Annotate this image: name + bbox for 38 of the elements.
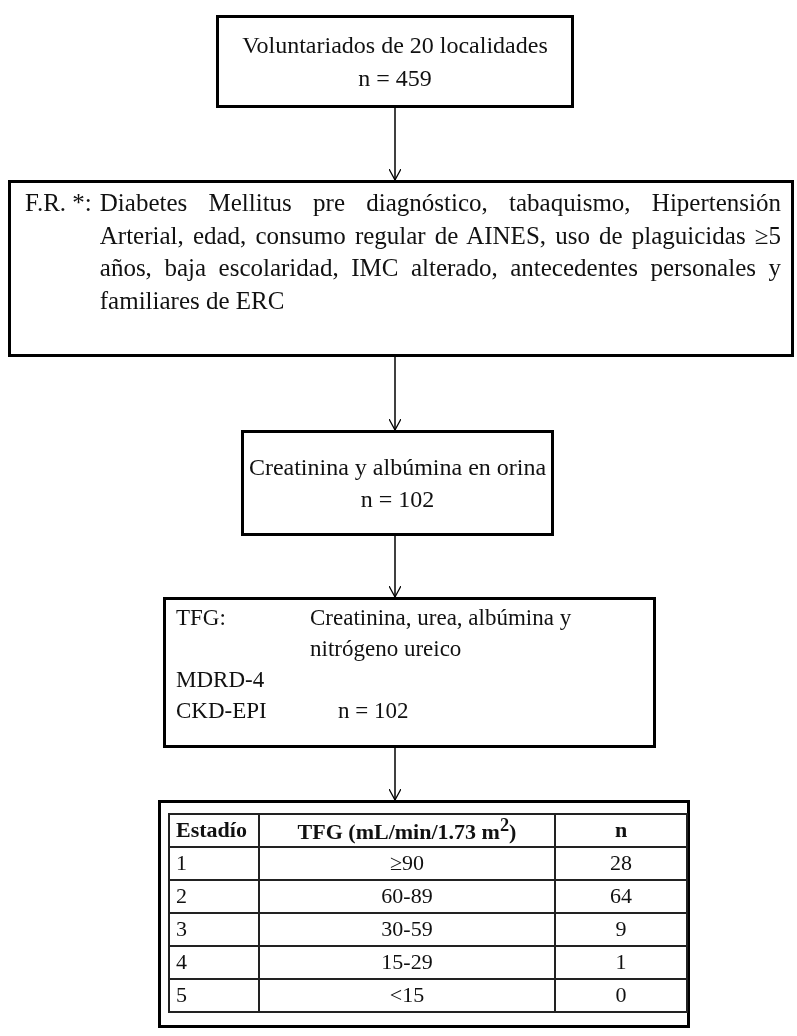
arrow (388, 535, 402, 598)
method-text: Creatinina, urea, albúmina y nitrógeno ureico (310, 604, 573, 664)
box-title: Voluntariados de 20 localidades (242, 31, 548, 61)
process-box (216, 15, 574, 108)
table-cell: 4 (169, 946, 259, 979)
table-cell: <15 (259, 979, 555, 1012)
count-text: n = 459 (358, 63, 432, 93)
arrow (388, 747, 402, 801)
process-box (163, 597, 656, 748)
arrow (388, 107, 402, 181)
count-text: n = 102 (337, 697, 410, 726)
arrow (388, 356, 402, 431)
table-cell: 60-89 (259, 880, 555, 913)
table-cell: 1 (555, 946, 687, 979)
table-cell: 15-29 (259, 946, 555, 979)
table-cell: ≥90 (259, 847, 555, 880)
header-cell: n (555, 814, 687, 847)
table-cell: 2 (169, 880, 259, 913)
header-cell: Estadío (169, 814, 259, 847)
table-cell: 30-59 (259, 913, 555, 946)
count-text: n = 102 (360, 485, 435, 514)
process-box (241, 430, 554, 536)
risk-factor-text: Diabetes Mellitus pre diagnóstico, tabaquismo, Hipertensión Arterial, edad, consumo regular de AINES, uso de plaguicidas ≥5 años, baja escolaridad, IMC alterado, antecedentes personales y familiares de ERC (99, 188, 781, 316)
process-box (8, 180, 794, 357)
method-label: CKD-EPI (176, 697, 268, 726)
table-cell: 3 (169, 913, 259, 946)
method-label: MDRD-4 (176, 666, 266, 695)
table-cell: 64 (555, 880, 687, 913)
method-label: TFG: (176, 604, 227, 632)
box-title: Creatinina y albúmina en orina (248, 452, 547, 482)
risk-factor-label: F.R. *: (25, 188, 92, 218)
table-cell: 0 (555, 979, 687, 1012)
table-cell: 28 (555, 847, 687, 880)
header-cell: TFG (mL/min/1.73 m$^{2}$) (259, 814, 555, 847)
table-cell: 5 (169, 979, 259, 1012)
table-box (158, 800, 690, 1028)
table-cell: 9 (555, 913, 687, 946)
table-cell: 1 (169, 847, 259, 880)
